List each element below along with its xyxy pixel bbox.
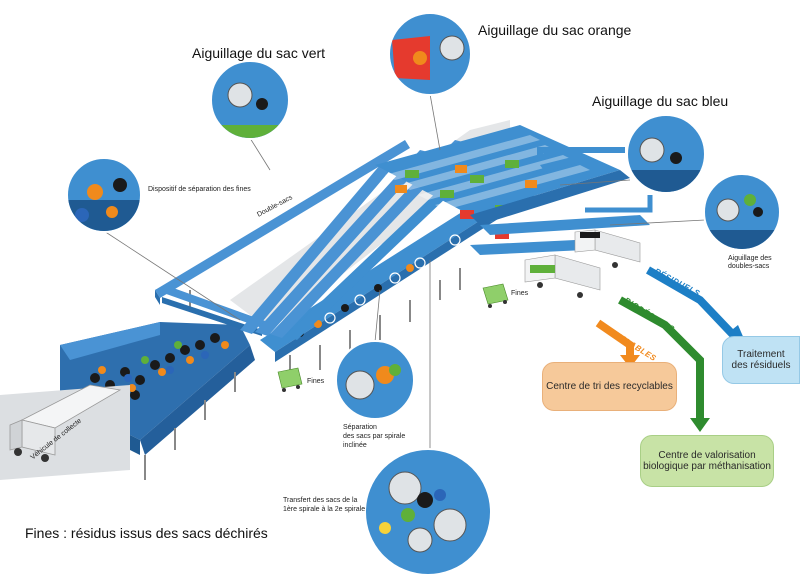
title-orange-bag: Aiguillage du sac orange (478, 22, 632, 38)
stream-arrows (595, 266, 748, 432)
destination-residus-line2: des résiduels (731, 360, 791, 371)
zoom-circle-double-sacs (703, 173, 781, 251)
discharge-trucks (524, 229, 641, 298)
destination-residus: Traitement des résiduels (722, 336, 800, 384)
fines-bin-right (482, 283, 509, 308)
collection-vehicle (0, 384, 130, 480)
destination-biologique: Centre de valorisation biologique par mé… (640, 435, 774, 487)
discharge-belts (470, 147, 653, 255)
title-blue-bag: Aiguillage du sac bleu (592, 93, 729, 109)
destination-residus-line1: Traitement (737, 349, 785, 360)
zoom-circle-fines-separator (66, 157, 142, 233)
double-sacs-conveyor (155, 140, 410, 336)
zoom-circle-orange (388, 12, 472, 96)
label-fines-right: Fines (511, 290, 529, 297)
label-transfert-2: 1ère spirale à la 2e spirale (283, 506, 366, 513)
label-aiguillage-double-1: Aiguillage des (728, 255, 772, 262)
label-fines-separator: Dispositif de séparation des fines (148, 186, 251, 193)
title-green-bag: Aiguillage du sac vert (192, 45, 326, 61)
destination-biologique-line1: Centre de valorisation (658, 450, 756, 461)
zoom-circle-blue (626, 114, 706, 194)
label-aiguillage-double-2: doubles-sacs (728, 263, 770, 270)
destination-biologique-line2: biologique par méthanisation (643, 461, 771, 472)
label-spirale-3: inclinée (343, 442, 367, 449)
zoom-circle-spiral-separation (335, 340, 415, 420)
destination-recyclables-label: Centre de tri des recyclables (546, 381, 673, 392)
footnote: Fines : résidus issus des sacs déchirés (25, 525, 268, 541)
zoom-circle-transfer (364, 448, 492, 576)
label-spirale-1: Séparation (343, 424, 377, 431)
destination-recyclables: Centre de tri des recyclables (542, 362, 677, 411)
callout-lines (103, 93, 706, 450)
label-transfert-1: Transfert des sacs de la (283, 497, 358, 504)
fines-bin-left (277, 367, 303, 392)
zoom-circle-green (210, 60, 290, 140)
label-spirale-2: des sacs par spirale (343, 433, 406, 440)
label-fines-left: Fines (307, 378, 325, 385)
